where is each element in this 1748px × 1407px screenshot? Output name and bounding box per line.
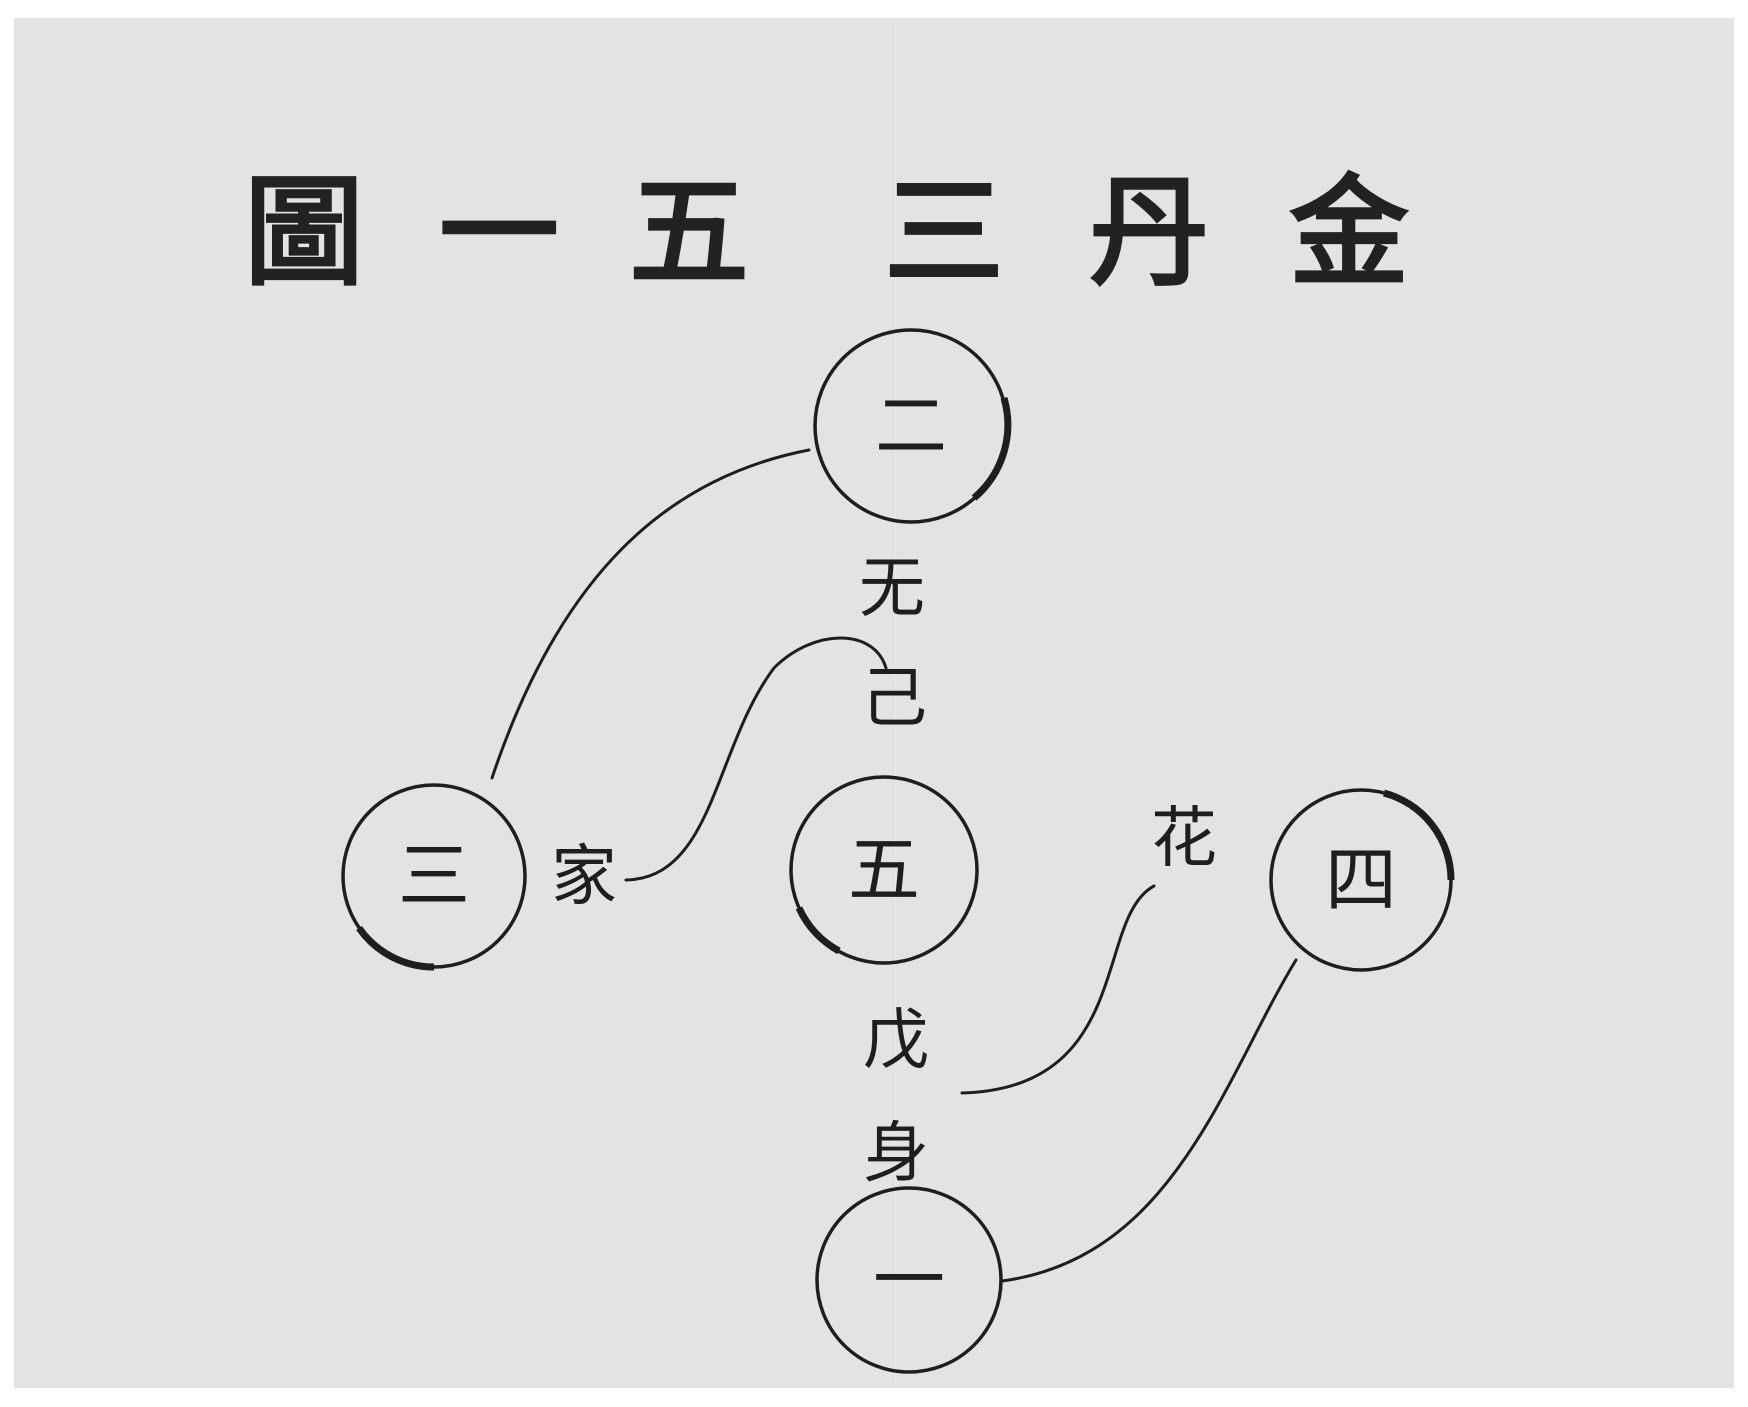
- path-label-lower-2: 身: [863, 1115, 929, 1192]
- path-label-lower-1: 戊: [863, 1002, 929, 1079]
- node-bottom: 一: [815, 1186, 1003, 1374]
- node-left-ink: [356, 925, 435, 971]
- title-char-4: 三: [884, 162, 1004, 303]
- page-fold: [894, 18, 897, 1388]
- path-label-upper-2: 己: [861, 660, 927, 737]
- connector-right-to-bottom: [1000, 958, 1298, 1283]
- node-bottom-circle: [815, 1186, 1003, 1374]
- node-bottom-label: 一: [873, 1238, 945, 1322]
- node-right: 四: [1269, 788, 1455, 972]
- path-label-left: 家: [551, 838, 617, 915]
- connector-left-label-to-upper-label: [624, 636, 888, 882]
- title-char-3: 五: [629, 162, 749, 303]
- node-top: 二: [813, 328, 1012, 524]
- node-center-circle: [789, 775, 979, 965]
- node-center-label: 五: [848, 828, 920, 912]
- path-label-right: 花: [1151, 800, 1217, 877]
- path-label-upper-1: 无: [859, 550, 925, 627]
- node-center-ink: [795, 906, 841, 955]
- connector-right-label-to-lower-label: [960, 884, 1156, 1095]
- title-char-5: 丹: [1089, 162, 1209, 303]
- node-top-ink: [971, 397, 1012, 501]
- node-left: 三: [341, 783, 527, 971]
- node-left-label: 三: [398, 834, 470, 918]
- title-char-2: 一: [439, 162, 559, 303]
- node-center: 五: [789, 775, 979, 965]
- title-char-1: 圖: [244, 162, 364, 303]
- connector-top-to-left: [490, 448, 811, 780]
- diagram-title: 圖 一 五 三 丹 金: [14, 168, 1734, 298]
- node-right-label: 四: [1325, 838, 1397, 922]
- diagram-canvas: 二 三 五 四 一 无 己: [341, 328, 1455, 1374]
- node-top-label: 二: [875, 384, 947, 468]
- paper-scan: 圖 一 五 三 丹 金 二 三: [14, 18, 1734, 1388]
- title-char-6: 金: [1289, 162, 1409, 303]
- node-right-ink: [1383, 789, 1455, 881]
